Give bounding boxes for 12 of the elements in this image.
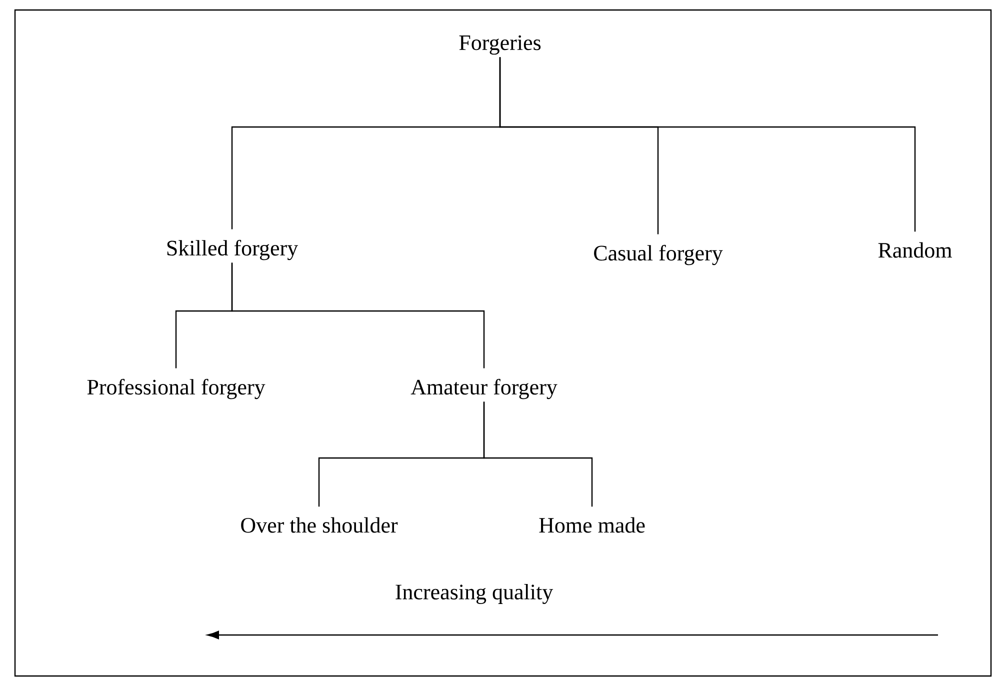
node-label: Skilled forgery [167,240,298,260]
node-label: Home made [539,517,645,533]
tree-connector [231,262,485,368]
node-label: Casual forgery [594,244,723,266]
tree-connector [483,402,593,507]
node-label: Forgeries [459,35,541,55]
node-label: Random [878,242,952,258]
node-label: Over the shoulder [241,517,398,533]
node-label: Professional forgery [87,378,266,400]
tree-connector [499,57,916,232]
axis-label: Increasing quality [396,584,554,604]
node-label: Amateur forgery [410,378,558,400]
